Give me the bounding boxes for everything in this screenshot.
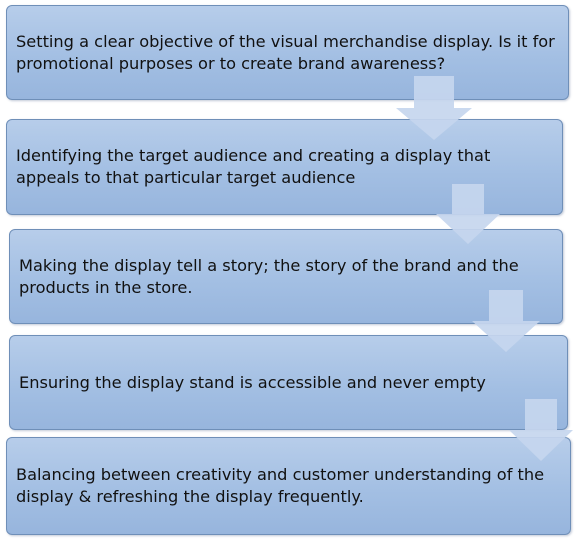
down-arrow-icon xyxy=(436,184,500,244)
step-text-4: Ensuring the display stand is accessible… xyxy=(19,372,486,392)
step-text-3: Making the display tell a story; the sto… xyxy=(19,255,519,297)
step-box-5: Balancing between creativity and custome… xyxy=(6,437,571,535)
step-box-4: Ensuring the display stand is accessible… xyxy=(9,335,568,430)
step-box-3: Making the display tell a story; the sto… xyxy=(9,229,563,324)
down-arrow-icon xyxy=(396,76,472,140)
down-arrow-icon xyxy=(472,290,540,352)
step-text-1: Setting a clear objective of the visual … xyxy=(16,31,555,73)
down-arrow-icon xyxy=(509,399,573,461)
step-box-1: Setting a clear objective of the visual … xyxy=(6,5,569,100)
step-text-2: Identifying the target audience and crea… xyxy=(16,146,491,187)
step-box-2: Identifying the target audience and crea… xyxy=(6,119,563,215)
step-text-5: Balancing between creativity and custome… xyxy=(16,465,545,506)
